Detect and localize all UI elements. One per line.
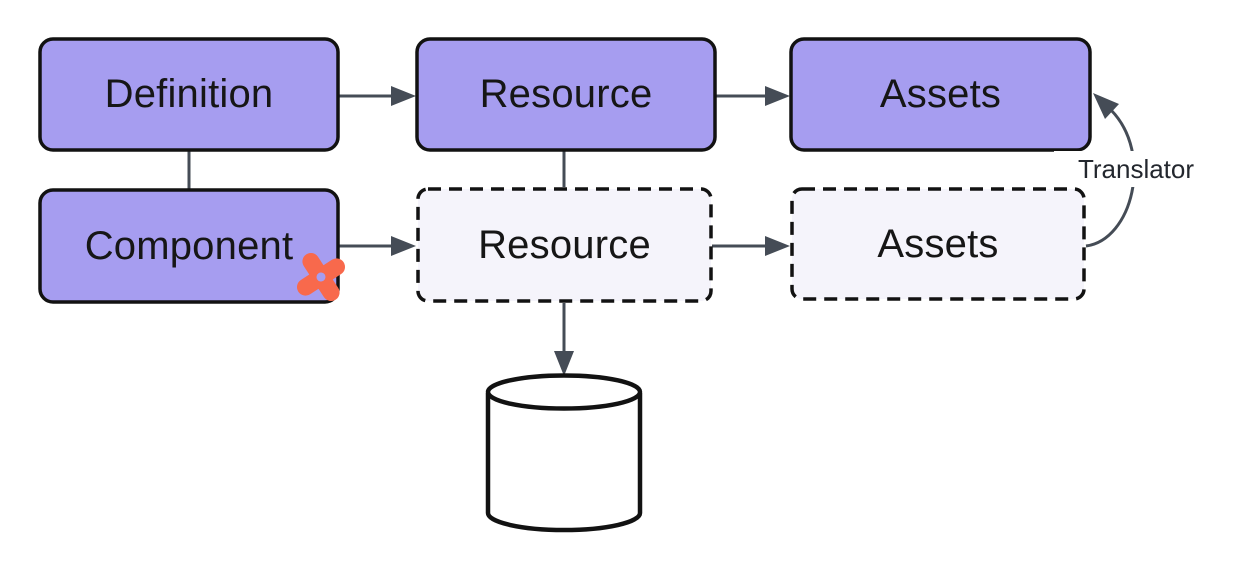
node-definition-box	[38, 37, 340, 152]
node-resource-box	[415, 37, 717, 152]
dbt-icon-center-hole	[316, 272, 326, 282]
arrowhead-to-resource-ghost	[391, 236, 416, 256]
database-cylinder	[485, 373, 643, 533]
node-shapes	[38, 37, 1092, 304]
database-body	[485, 393, 643, 533]
edge-translator-curve	[1085, 108, 1136, 248]
database-top-ellipse	[485, 373, 643, 411]
arrowhead-to-database	[554, 351, 574, 376]
dbt-pinwheel-icon	[296, 252, 346, 302]
translator-edge-label: Translator	[1054, 151, 1218, 187]
node-resource-ghost-box	[416, 187, 713, 303]
arrowhead-to-assets-ghost	[765, 236, 790, 256]
arrowhead-translator	[1093, 93, 1119, 119]
arrowhead-to-resource	[391, 86, 416, 106]
node-assets-box	[789, 37, 1092, 152]
arrow-heads	[391, 86, 1119, 376]
connector-lines	[187, 94, 766, 352]
arrowhead-to-assets	[765, 86, 790, 106]
node-assets-ghost-box	[790, 187, 1086, 301]
node-component-box	[38, 188, 340, 304]
